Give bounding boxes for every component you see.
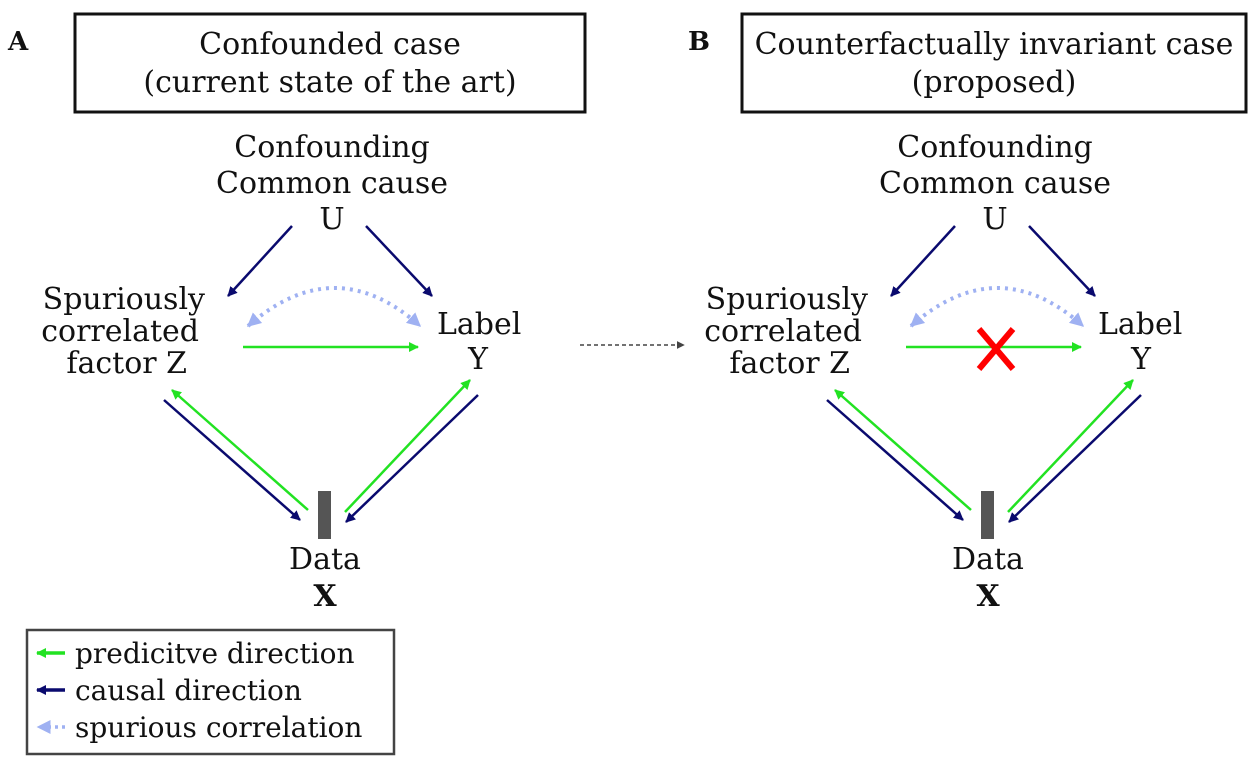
causal-arrow-z-to-x xyxy=(826,399,964,521)
legend-causal-label: causal direction xyxy=(75,674,302,707)
node-y-line1: Label xyxy=(1098,307,1182,342)
node-y-symbol: Y xyxy=(467,342,489,377)
panel-a: A Confounded case (current state of the … xyxy=(7,12,587,614)
panel-letter: B xyxy=(688,27,710,57)
node-x-symbol: X xyxy=(976,579,1000,614)
node-x-line1: Data xyxy=(952,542,1024,577)
predictive-arrow-x-to-y xyxy=(1007,379,1134,513)
spurious-correlation-arrow xyxy=(246,286,422,328)
panel-title-box xyxy=(73,12,587,114)
node-z-line1: Spuriously xyxy=(43,282,205,317)
node-y-line1: Label xyxy=(437,307,521,342)
blocked-path-cross-icon xyxy=(976,327,1016,371)
node-x-symbol: X xyxy=(313,579,337,614)
node-u-line2: Common cause xyxy=(216,166,448,201)
panel-title-box xyxy=(740,12,1248,114)
causal-arrow-z-to-x xyxy=(163,399,301,521)
node-x-line1: Data xyxy=(289,542,361,577)
predictive-arrow-x-to-z xyxy=(834,389,972,511)
panel-b: B Counterfactually invariant case (propo… xyxy=(688,12,1248,614)
causal-arrow-u-to-y xyxy=(365,225,433,297)
panel-title-line1: Counterfactually invariant case xyxy=(755,27,1234,62)
causal-arrow-u-to-y xyxy=(1028,225,1096,297)
legend-box xyxy=(25,628,396,756)
data-bar xyxy=(318,491,331,539)
causal-arrow-y-to-x xyxy=(1008,394,1142,523)
node-u-line1: Confounding xyxy=(234,130,429,165)
node-z-line2: correlated xyxy=(41,314,199,349)
causal-arrow-u-to-z xyxy=(227,225,293,297)
predictive-arrow-x-to-z xyxy=(171,389,309,511)
node-z-line3: factor Z xyxy=(729,346,850,381)
node-u-line2: Common cause xyxy=(879,166,1111,201)
node-z-line2: correlated xyxy=(704,314,862,349)
node-u-symbol: U xyxy=(319,202,344,237)
panel-title-line2: (current state of the art) xyxy=(143,65,516,100)
node-u-symbol: U xyxy=(982,202,1007,237)
node-y-symbol: Y xyxy=(1130,342,1152,377)
predictive-arrow-x-to-y xyxy=(344,379,471,513)
panel-title-line1: Confounded case xyxy=(199,27,461,62)
node-z-line1: Spuriously xyxy=(706,282,868,317)
spurious-correlation-arrow xyxy=(909,286,1085,328)
data-bar xyxy=(981,491,994,539)
node-u-line1: Confounding xyxy=(897,130,1092,165)
legend-spurious-label: spurious correlation xyxy=(75,711,362,744)
legend-predictive-label: predicitve direction xyxy=(75,637,355,670)
legend: predicitve direction causal direction sp… xyxy=(25,628,396,756)
causal-arrow-u-to-z xyxy=(890,225,956,297)
node-z-line3: factor Z xyxy=(66,346,187,381)
panel-letter: A xyxy=(7,27,29,57)
panel-title-line2: (proposed) xyxy=(912,65,1077,100)
causal-arrow-y-to-x xyxy=(345,394,479,523)
